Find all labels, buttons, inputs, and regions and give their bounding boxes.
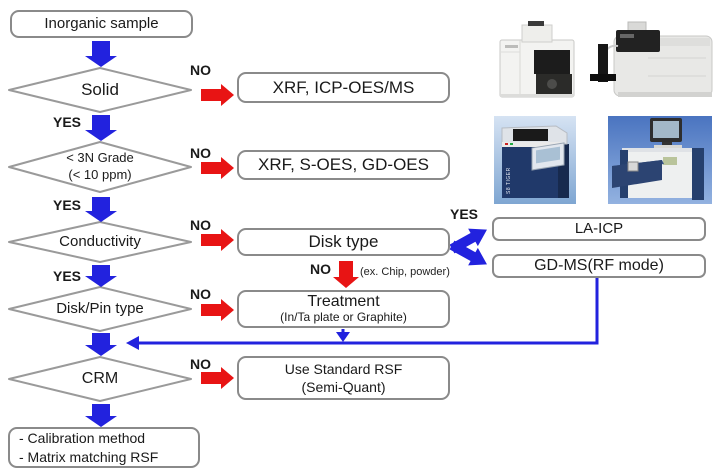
arrow-no-diskpin <box>201 299 234 321</box>
diamond-disk-pin-label: Disk/Pin type <box>56 300 144 317</box>
diamond-solid-label: Solid <box>81 80 119 99</box>
arrow-no-disktype-down <box>333 261 359 288</box>
diamond-conductivity-label: Conductivity <box>59 233 141 250</box>
arrow-down-conductivity-yes <box>85 265 117 287</box>
arrow-down-solid-yes <box>85 115 117 141</box>
node-gd-ms: GD-MS(RF mode) <box>492 254 706 278</box>
no-label-solid: NO <box>190 62 211 78</box>
node-treatment-subtitle: (In/Ta plate or Graphite) <box>280 310 407 325</box>
node-final-method-line1: - Calibration method <box>19 430 146 447</box>
photo-xrf-s8-tiger-instrument: S8 TIGER <box>494 116 576 204</box>
arrow-down-start-to-solid <box>85 41 117 67</box>
node-xrf-icp-oes-ms: XRF, ICP-OES/MS <box>237 72 450 103</box>
no-label-disktype: NO <box>310 261 331 277</box>
node-final-method-line2: - Matrix matching RSF <box>19 448 159 465</box>
node-treatment-title: Treatment <box>307 293 380 311</box>
connector-treatment-arrowhead <box>336 332 350 342</box>
node-la-icp: LA-ICP <box>492 217 706 241</box>
node-xrf-soes-gdoes: XRF, S-OES, GD-OES <box>237 150 450 180</box>
node-final-method: - Calibration method - Matrix matching R… <box>8 427 200 468</box>
yes-label-solid: YES <box>53 114 82 130</box>
node-standard-rsf-line1: Use Standard RSF <box>284 360 403 377</box>
node-disk-type-label: Disk type <box>308 232 379 252</box>
node-inorganic-sample-label: Inorganic sample <box>44 14 159 32</box>
yes-label-conductivity: YES <box>53 268 82 284</box>
node-xrf-soes-gdoes-label: XRF, S-OES, GD-OES <box>258 155 429 175</box>
connector-gdms-arrowhead <box>126 336 139 350</box>
photo-icp-ms-instrument <box>588 18 716 106</box>
arrow-down-grade-yes <box>85 197 117 222</box>
yes-label-grade: YES <box>53 197 82 213</box>
node-disk-type: Disk type <box>237 228 450 256</box>
arrow-no-solid <box>201 84 234 106</box>
arrow-down-diskpin-yes <box>85 333 117 356</box>
node-inorganic-sample: Inorganic sample <box>10 10 193 38</box>
arrow-disktype-yes-to-laicp <box>449 228 487 254</box>
node-standard-rsf-line2: (Semi-Quant) <box>301 379 386 395</box>
diamond-crm-label: CRM <box>81 370 119 387</box>
no-label-grade: NO <box>190 145 211 161</box>
no-label-diskpin: NO <box>190 286 211 302</box>
no-label-conductivity: NO <box>190 217 211 233</box>
yes-label-disktype: YES <box>450 206 479 222</box>
node-gd-ms-label: GD-MS(RF mode) <box>534 257 664 275</box>
node-la-icp-label: LA-ICP <box>574 219 624 237</box>
diamond-grade-label-line1: < 3N Grade <box>66 150 134 165</box>
arrow-disktype-yes-to-gdms <box>449 240 487 266</box>
photo-icp-oes-instrument <box>494 18 586 106</box>
diamond-grade-label-line2: (< 10 ppm) <box>68 167 132 182</box>
arrow-down-crm-yes <box>85 404 117 427</box>
node-xrf-icp-oes-ms-label: XRF, ICP-OES/MS <box>272 77 415 97</box>
no-label-crm: NO <box>190 356 211 372</box>
s8-tiger-vertical-label: S8 TIGER <box>506 167 512 194</box>
node-standard-rsf: Use Standard RSF (Semi-Quant) <box>237 356 450 400</box>
chip-powder-note: (ex. Chip, powder) <box>360 266 450 278</box>
photo-gd-instrument <box>608 116 712 204</box>
node-treatment: Treatment (In/Ta plate or Graphite) <box>237 290 450 328</box>
